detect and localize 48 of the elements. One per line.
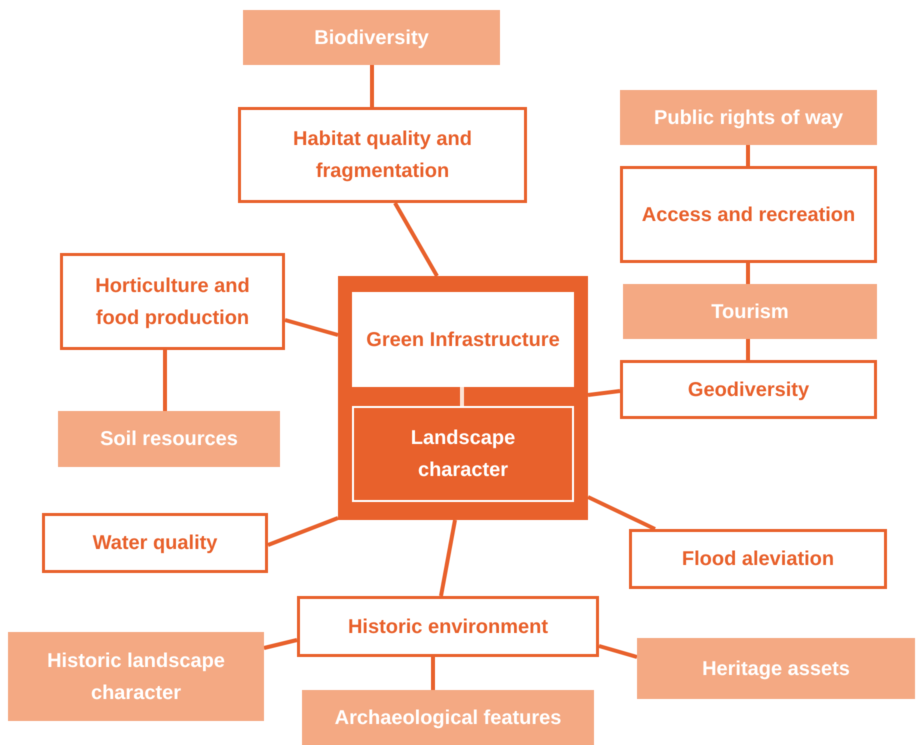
topic-box — [58, 411, 280, 467]
topic-box — [60, 253, 285, 350]
node-label: Green Infrastructure — [366, 328, 560, 352]
connector-line — [746, 145, 750, 166]
node-label: Habitat quality and fragmentation — [292, 127, 473, 184]
connector-line — [370, 65, 374, 107]
topic-box — [8, 632, 264, 721]
connector-line — [439, 520, 457, 596]
connector-line — [746, 339, 750, 360]
topic-box — [620, 360, 877, 419]
topic-box — [238, 107, 527, 203]
node-label: Heritage assets — [702, 656, 850, 682]
topic-box — [297, 596, 599, 657]
node-label: Soil resources — [100, 427, 238, 452]
topic-box — [302, 690, 594, 745]
node-label: Geodiversity — [688, 378, 810, 402]
connector-line — [588, 389, 620, 397]
connector-line — [431, 657, 435, 690]
node-label: Tourism — [711, 300, 789, 324]
node-label: Historic landscape character — [46, 648, 226, 706]
topic-box — [352, 292, 574, 387]
node-label: Biodiversity — [314, 26, 429, 50]
node-label: Access and recreation — [642, 202, 856, 228]
node-label: Archaeological features — [334, 706, 562, 730]
connector-line — [264, 638, 298, 650]
node-label: Water quality — [92, 531, 218, 556]
topic-box — [42, 513, 268, 573]
connector-line — [267, 516, 339, 547]
connector-line — [393, 202, 439, 277]
connector-line — [746, 263, 750, 284]
connector-line — [460, 387, 464, 406]
topic-box — [637, 638, 915, 699]
node-label: Horticulture and food production — [94, 274, 251, 330]
frame-box — [338, 276, 588, 520]
node-label: Historic environment — [348, 614, 548, 640]
node-label: Public rights of way — [654, 106, 843, 130]
topic-box — [620, 166, 877, 263]
topic-box — [623, 284, 877, 339]
topic-box — [243, 10, 500, 65]
topic-box — [620, 90, 877, 145]
connector-line — [587, 495, 656, 531]
connector-line — [284, 318, 339, 337]
connector-line — [163, 350, 167, 411]
node-label: Flood aleviation — [682, 547, 834, 572]
topic-box — [629, 529, 887, 589]
node-label: Landscape character — [410, 426, 516, 483]
topic-box — [352, 406, 574, 502]
connector-line — [598, 644, 638, 659]
